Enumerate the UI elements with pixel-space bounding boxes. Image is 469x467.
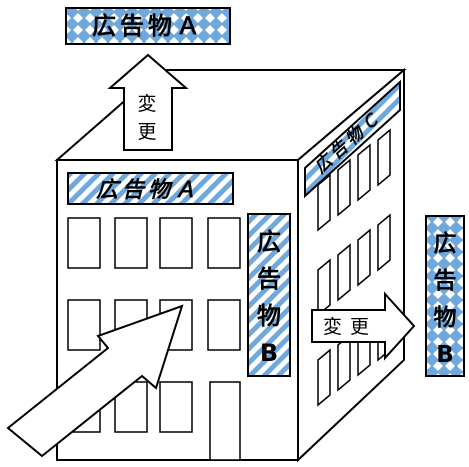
window (159, 381, 193, 433)
window (159, 217, 193, 269)
window (207, 217, 241, 269)
front-windows (67, 217, 241, 461)
sign-b-char4: B (260, 339, 278, 367)
window (67, 217, 101, 269)
sign-b-char3: 物 (257, 302, 281, 330)
arrow-up-char2: 更 (137, 121, 156, 143)
window (67, 299, 101, 351)
sign-b-moved-char1: 広 (434, 230, 457, 257)
sign-b-char1: 広 (257, 228, 281, 256)
sign-a-moved: 広告物Ａ (65, 7, 231, 45)
sign-b-moved-char3: 物 (434, 304, 457, 331)
arrow-right: 変更 (311, 291, 416, 361)
sign-b-moved-char2: 告 (434, 268, 457, 294)
sign-a-moved-label: 広告物Ａ (92, 12, 204, 40)
door (209, 381, 241, 461)
sign-b-moved: 広 告 物 B (425, 215, 465, 377)
sign-a-label: 広告物Ａ (96, 177, 200, 203)
arrow-up: 変 更 (107, 53, 189, 151)
window (114, 217, 148, 269)
sign-b-moved-char4: B (436, 342, 454, 368)
sign-b-char2: 告 (257, 265, 281, 293)
viewpoint-arrow (6, 304, 184, 458)
sign-a-on-building: 広告物Ａ (67, 172, 234, 205)
side-windows (317, 128, 391, 407)
arrow-right-label: 変更 (323, 316, 377, 338)
arrow-up-char1: 変 (137, 93, 156, 115)
sign-b-on-building: 広 告 物 B (247, 213, 291, 377)
window (207, 299, 241, 351)
